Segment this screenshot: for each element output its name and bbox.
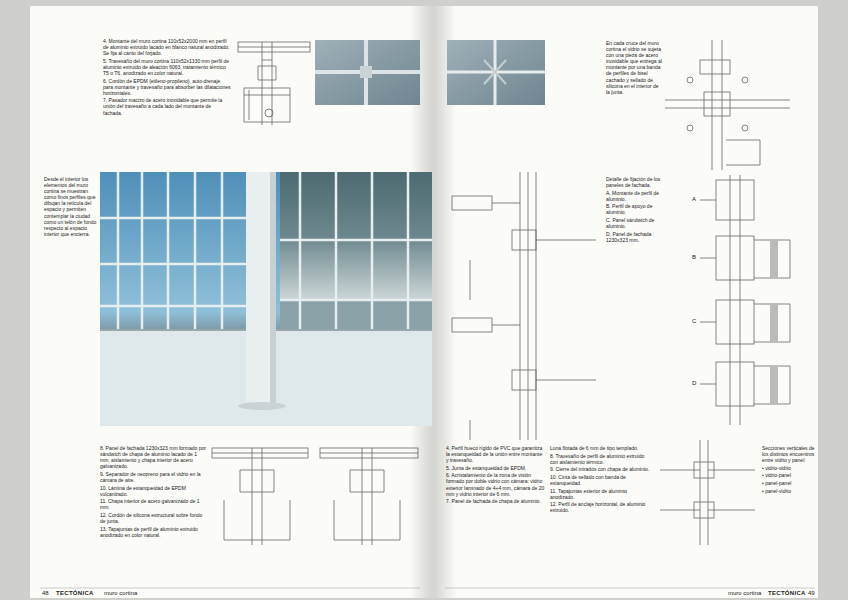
caption-text: muro cortina — [104, 590, 137, 597]
caption-text: En cada cruce del muro cortina el vidrio… — [606, 40, 662, 95]
text-column: Luna flotada de 6 mm de tipo templado. 8.… — [550, 445, 650, 515]
text-column: Desde el interior los elementos del muro… — [44, 176, 98, 238]
caption-text: 12. Cordón de silicona estructural sobre… — [100, 512, 206, 524]
caption-text: C. Panel sándwich de aluminio. — [606, 217, 662, 229]
caption-text: 7. Panel de fachada de chapa de aluminio… — [446, 498, 546, 504]
text-column: 4. Perfil hueco rígido de PVC que garant… — [446, 445, 546, 506]
caption-text: B. Perfil de apoyo de aluminio. — [606, 203, 662, 215]
caption-text: 4. Montante del muro cortina 110x52x2000… — [103, 38, 231, 56]
caption-text: 10. Lámina de estanqueidad de EPDM vulca… — [100, 485, 206, 497]
caption-text: 8. Panel de fachada 1230x323 mm formado … — [100, 445, 206, 469]
caption-text: A. Montante de perfil de aluminio. — [606, 190, 662, 202]
caption-text: 7. Pasador macizo de acero inoxidable qu… — [103, 97, 231, 115]
caption-text: • vidrio-panel — [762, 472, 816, 478]
caption-text: B — [692, 254, 696, 261]
caption-text: 6. Acristalamiento de la zona de visión … — [446, 472, 546, 496]
caption-text: muro cortina — [728, 590, 761, 597]
text-column: En cada cruce del muro cortina el vidrio… — [606, 40, 662, 96]
caption-text: • panel-vidrio — [762, 488, 816, 494]
caption-text: 12. Perfil de anclaje horizontal, de alu… — [550, 501, 650, 513]
caption-text: • vidrio-vidrio — [762, 465, 816, 471]
caption-text: Luna flotada de 6 mm de tipo templado. — [550, 445, 650, 451]
caption-text: D — [692, 380, 696, 387]
caption-text: 6. Cordón de EPDM (etileno-propileno), a… — [103, 78, 231, 96]
caption-text: 9. Separador de neopreno para el vidrio … — [100, 471, 206, 483]
caption-text: 4. Perfil hueco rígido de PVC que garant… — [446, 445, 546, 463]
caption-text: 10. Cinta de sellado con banda de estanq… — [550, 474, 650, 486]
caption-text: 48 — [42, 590, 49, 597]
caption-text: C — [692, 318, 696, 325]
caption-text: TECTÓNICA — [768, 590, 806, 597]
text-column: Secciones verticales de los distintos en… — [762, 445, 816, 495]
caption-text: TECTÓNICA — [56, 590, 94, 597]
caption-text: A — [692, 196, 696, 203]
caption-text: 13. Tapajuntas de perfil de aluminio ext… — [100, 526, 206, 538]
caption-text: D. Panel de fachada 1230x323 mm. — [606, 231, 662, 243]
caption-text: 5. Travesaño del muro cortina 110x52x133… — [103, 58, 231, 76]
caption-text: 9. Cierre del intradós con chapa de alum… — [550, 466, 650, 472]
caption-text: Secciones verticales de los distintos en… — [762, 445, 816, 463]
caption-text: Detalle de fijación de los paneles de fa… — [606, 176, 662, 188]
text-column: 4. Montante del muro cortina 110x52x2000… — [103, 38, 231, 117]
text-column: Detalle de fijación de los paneles de fa… — [606, 176, 662, 244]
caption-text: 8. Travesaño de perfil de aluminio extru… — [550, 453, 650, 465]
caption-text: • panel-panel — [762, 480, 816, 486]
caption-text: 5. Junta de estanqueidad de EPDM. — [446, 465, 546, 471]
caption-text: 11. Chapa interior de acero galvanizado … — [100, 498, 206, 510]
text-column: 8. Panel de fachada 1230x323 mm formado … — [100, 445, 206, 539]
caption-text: Desde el interior los elementos del muro… — [44, 176, 98, 237]
caption-text: 11. Tapajuntas exterior de aluminio anod… — [550, 488, 650, 500]
caption-text: 49 — [808, 590, 815, 597]
